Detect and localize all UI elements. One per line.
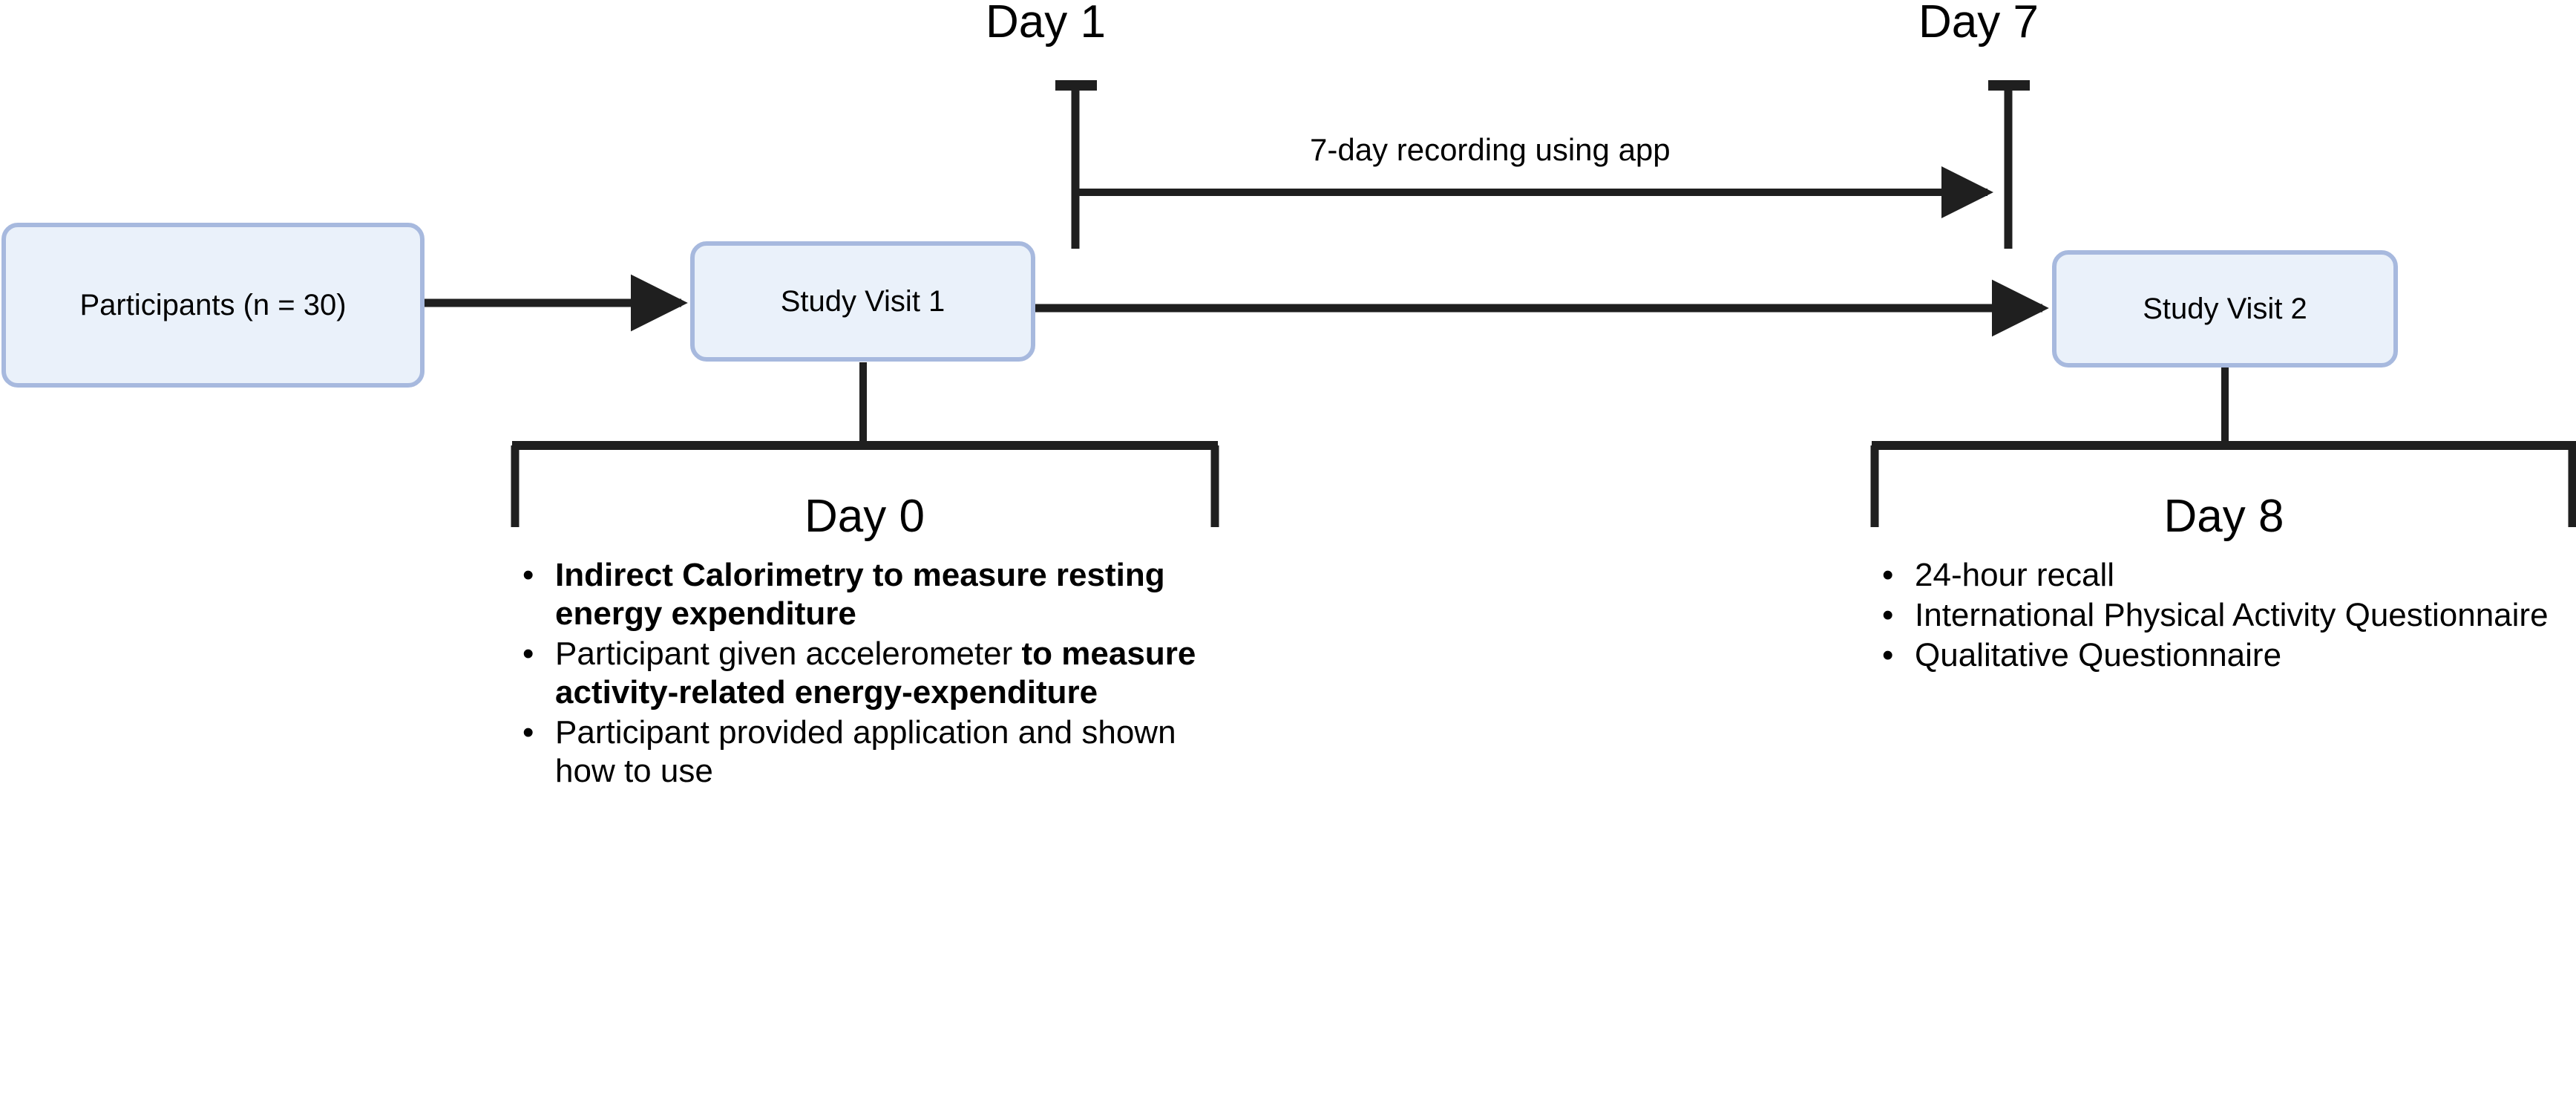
list-item-text: Participant given accelerometer — [555, 635, 1022, 672]
timeline-end-label: Day 7 — [1918, 0, 2039, 48]
list-item-text: International Physical Activity Question… — [1915, 596, 2549, 633]
list-item: Qualitative Questionnaire — [1872, 636, 2576, 675]
node-study-visit-2[interactable]: Study Visit 2 — [2052, 250, 2398, 367]
recording-arrow-label: 7-day recording using app — [1310, 132, 1671, 167]
panel-day0-bullets: Indirect Calorimetry to measure resting … — [512, 556, 1217, 790]
panel-day8-title: Day 8 — [2163, 491, 2284, 542]
day1-tick — [1055, 80, 1097, 249]
node-participants[interactable]: Participants (n = 30) — [1, 223, 425, 388]
timeline-start-label: Day 1 — [986, 0, 1106, 48]
day7-tick — [1988, 80, 2030, 249]
list-item: Indirect Calorimetry to measure resting … — [512, 556, 1217, 633]
list-item-text: Qualitative Questionnaire — [1915, 636, 2282, 673]
list-item: Participant provided application and sho… — [512, 713, 1217, 791]
list-item-text: Participant provided application and sho… — [555, 713, 1176, 789]
list-item-text: to measure activity-related energy-expen… — [555, 635, 1196, 710]
node-study-visit-2-label: Study Visit 2 — [2143, 293, 2307, 325]
list-item-text: Indirect Calorimetry to measure resting … — [555, 557, 1165, 632]
panel-day0-title: Day 0 — [804, 491, 925, 542]
bracket-visit2-to-day8 — [1870, 367, 2576, 527]
list-item-text: 24-hour recall — [1915, 557, 2115, 593]
panel-day8: Day 8 24-hour recallInternational Physic… — [1872, 490, 2576, 676]
list-item: Participant given accelerometer to measu… — [512, 635, 1217, 712]
list-item: 24-hour recall — [1872, 556, 2576, 595]
panel-day8-bullets: 24-hour recallInternational Physical Act… — [1872, 556, 2576, 675]
list-item: International Physical Activity Question… — [1872, 596, 2576, 635]
panel-day0: Day 0 Indirect Calorimetry to measure re… — [512, 490, 1217, 791]
node-study-visit-1-label: Study Visit 1 — [780, 285, 945, 318]
bracket-visit1-to-day0 — [511, 362, 1219, 527]
node-participants-label: Participants (n = 30) — [79, 289, 347, 321]
node-study-visit-1[interactable]: Study Visit 1 — [690, 241, 1035, 362]
